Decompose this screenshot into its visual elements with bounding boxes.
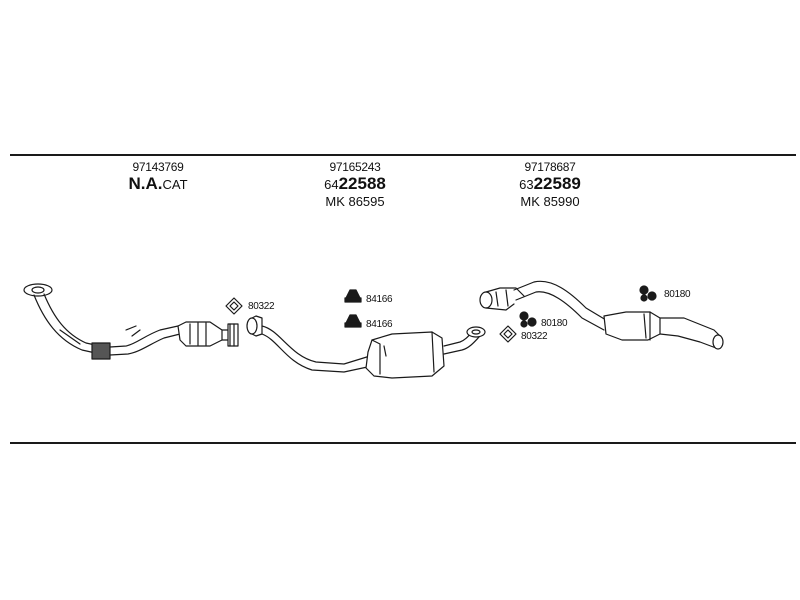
rubber-hanger-icon-2 <box>344 314 362 328</box>
gasket-label-1: 80322 <box>248 301 275 312</box>
code-main: 22589 <box>533 174 581 193</box>
part-number: 97165243 <box>329 160 381 174</box>
code-main: 22588 <box>338 174 386 193</box>
clamp-icon-2 <box>519 311 537 328</box>
code-prefix: 63 <box>519 177 534 192</box>
mk-number: MK 86595 <box>325 194 385 209</box>
middle-pipe-drawing <box>246 315 486 379</box>
part-code: N.A.CAT <box>78 174 238 194</box>
rubber-hanger-icon-1 <box>344 289 362 303</box>
section-front-header: 97143769 N.A.CAT <box>78 160 238 194</box>
clamp-icon-1 <box>639 285 657 302</box>
gasket-label-2: 80322 <box>521 331 548 342</box>
hanger-label-2: 84166 <box>366 319 393 330</box>
section-middle-header: 97165243 6422588 MK 86595 <box>275 160 435 209</box>
gasket-icon-1 <box>225 297 243 315</box>
front-pipe-drawing <box>23 283 239 360</box>
hanger-label-1: 84166 <box>366 294 393 305</box>
part-number: 97143769 <box>132 160 184 174</box>
code-main: N.A. <box>128 174 163 193</box>
part-number: 97178687 <box>524 160 576 174</box>
clamp-label-1: 80180 <box>664 289 691 300</box>
code-prefix: 64 <box>324 177 339 192</box>
part-code: 6322589 <box>470 174 630 194</box>
top-divider <box>10 154 796 156</box>
part-code: 6422588 <box>275 174 435 194</box>
clamp-label-2: 80180 <box>541 318 568 329</box>
rear-pipe-drawing <box>479 280 724 350</box>
mk-number: MK 85990 <box>520 194 580 209</box>
bottom-divider <box>10 442 796 444</box>
gasket-icon-2 <box>499 325 517 343</box>
code-suffix: CAT <box>162 177 188 192</box>
section-rear-header: 97178687 6322589 MK 85990 <box>470 160 630 209</box>
